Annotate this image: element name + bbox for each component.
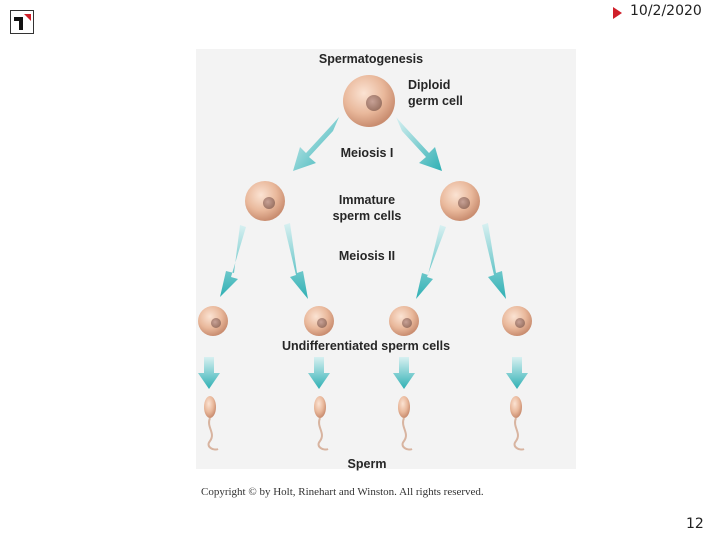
meiosis-2-arrow-3	[416, 225, 446, 299]
meiosis-1-label: Meiosis I	[340, 146, 394, 160]
diagram-title: Spermatogenesis	[318, 52, 424, 66]
sperm-1	[204, 396, 219, 451]
logo-icon	[10, 10, 34, 34]
differentiation-arrow-1	[198, 357, 220, 389]
meiosis-2-arrow-1	[220, 225, 246, 297]
undifferentiated-cell-3	[389, 306, 419, 336]
differentiation-arrow-2	[308, 357, 330, 389]
diagram-panel: Spermatogenesis Diploid germ cell Meiosi…	[196, 49, 576, 471]
meiosis-1-arrow-left	[293, 117, 339, 171]
immature-sperm-cell-left	[245, 181, 285, 221]
immature-sperm-cell-right	[440, 181, 480, 221]
differentiation-arrow-3	[393, 357, 415, 389]
diploid-label-line1: Diploid	[408, 78, 451, 92]
sperm-4	[510, 396, 525, 451]
sperm-3	[398, 396, 413, 451]
undifferentiated-cell-4	[502, 306, 532, 336]
meiosis-1-arrow-right	[396, 117, 442, 171]
undifferentiated-cell-1	[198, 306, 228, 336]
differentiation-arrow-4	[506, 357, 528, 389]
slide-date: 10/2/2020	[630, 3, 702, 19]
play-arrow-icon	[613, 7, 622, 19]
sperm-label: Sperm	[347, 457, 387, 471]
page-number: 12	[686, 516, 704, 532]
undifferentiated-cell-2	[304, 306, 334, 336]
undifferentiated-label: Undifferentiated sperm cells	[281, 339, 451, 353]
immature-label-line2: sperm cells	[332, 209, 402, 223]
diploid-germ-cell	[343, 75, 395, 127]
meiosis-2-arrow-4	[482, 223, 506, 299]
meiosis-2-label: Meiosis II	[338, 249, 396, 263]
spermatogenesis-diagram	[198, 75, 532, 451]
copyright-notice: Copyright © by Holt, Rinehart and Winsto…	[201, 486, 484, 498]
meiosis-2-arrow-2	[284, 223, 308, 299]
immature-label-line1: Immature	[338, 193, 396, 207]
diploid-label-line2: germ cell	[408, 94, 463, 108]
sperm-2	[314, 396, 329, 451]
